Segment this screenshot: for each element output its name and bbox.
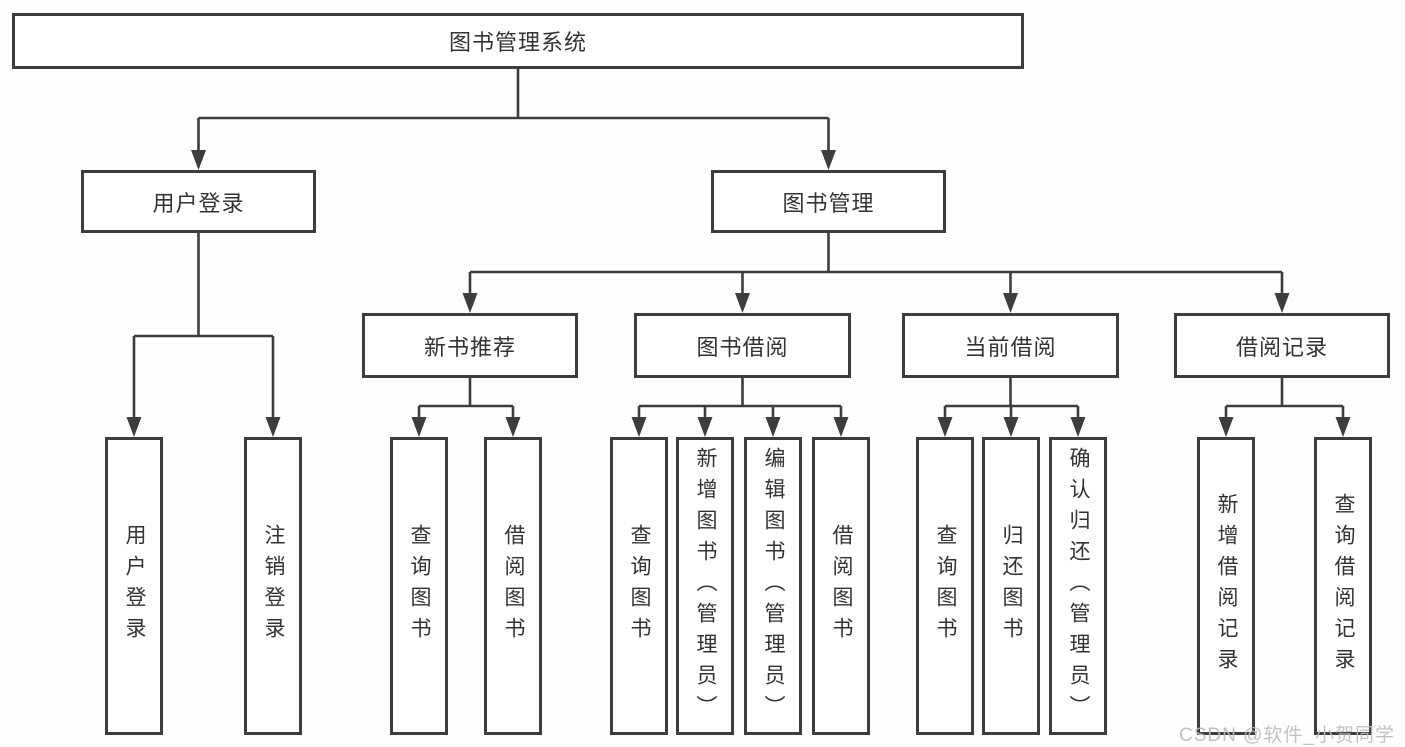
node-borrow-records: 借阅记录 bbox=[1174, 313, 1390, 378]
node-book-management-branch: 图书管理 bbox=[711, 170, 946, 233]
node-label: 编辑图书（管理员） bbox=[762, 446, 786, 726]
leaf-query-borrow-record: 查询借阅记录 bbox=[1314, 437, 1372, 735]
leaf-query-books-recommend: 查询图书 bbox=[390, 437, 448, 735]
node-label: 查询图书 bbox=[628, 524, 652, 648]
node-label: 图书管理 bbox=[782, 190, 875, 216]
node-new-book-recommend: 新书推荐 bbox=[362, 313, 578, 378]
csdn-watermark: CSDN @软件_小贺同学 bbox=[1179, 725, 1395, 746]
node-label: 归还图书 bbox=[1000, 524, 1024, 648]
node-user-login-branch: 用户登录 bbox=[81, 170, 316, 233]
node-label: 新增图书（管理员） bbox=[694, 446, 718, 726]
node-label: 新书推荐 bbox=[423, 334, 516, 360]
node-root-system: 图书管理系统 bbox=[12, 13, 1024, 69]
leaf-borrow-books-recommend: 借阅图书 bbox=[484, 437, 542, 735]
leaf-confirm-return-admin: 确认归还（管理员） bbox=[1049, 437, 1107, 735]
node-label: 当前借阅 bbox=[964, 334, 1057, 360]
leaf-add-borrow-record: 新增借阅记录 bbox=[1197, 437, 1255, 735]
leaf-user-login: 用户登录 bbox=[105, 437, 163, 735]
node-label: 图书借阅 bbox=[696, 334, 789, 360]
leaf-borrow-book: 借阅图书 bbox=[812, 437, 870, 735]
node-label: 查询借阅记录 bbox=[1332, 493, 1356, 679]
node-label: 查询图书 bbox=[408, 524, 432, 648]
leaf-query-books-current: 查询图书 bbox=[916, 437, 974, 735]
leaf-query-books-borrow: 查询图书 bbox=[610, 437, 668, 735]
node-label: 借阅图书 bbox=[830, 524, 854, 648]
node-label: 查询图书 bbox=[934, 524, 958, 648]
node-label: 新增借阅记录 bbox=[1215, 493, 1239, 679]
node-label: 确认归还（管理员） bbox=[1067, 446, 1091, 726]
node-current-borrow: 当前借阅 bbox=[902, 313, 1119, 378]
node-label: 借阅图书 bbox=[502, 524, 526, 648]
leaf-add-book-admin: 新增图书（管理员） bbox=[676, 437, 734, 735]
node-label: 借阅记录 bbox=[1235, 334, 1328, 360]
leaf-edit-book-admin: 编辑图书（管理员） bbox=[744, 437, 802, 735]
node-label: 用户登录 bbox=[152, 190, 245, 216]
node-label: 图书管理系统 bbox=[448, 30, 587, 55]
node-label: 注销登录 bbox=[262, 524, 286, 648]
leaf-logout: 注销登录 bbox=[244, 437, 302, 735]
node-book-borrow: 图书借阅 bbox=[634, 313, 851, 378]
leaf-return-book: 归还图书 bbox=[982, 437, 1040, 735]
node-label: 用户登录 bbox=[123, 524, 147, 648]
